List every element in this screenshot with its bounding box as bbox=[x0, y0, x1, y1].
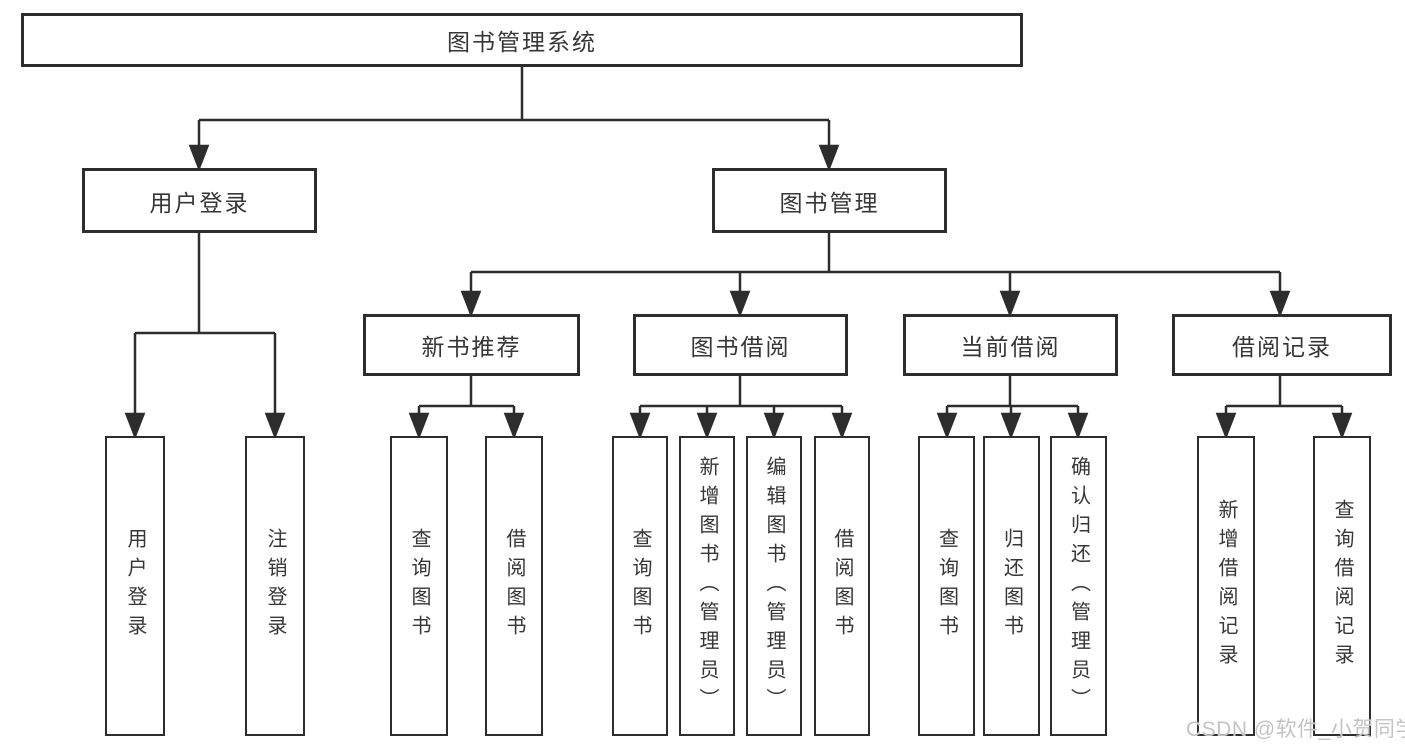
leaf-logout: 注销登录 bbox=[245, 436, 305, 736]
node-book-management-label: 图书管理 bbox=[779, 189, 880, 216]
leaf-edit-book-admin-label: 编辑图书（管理员） bbox=[763, 455, 785, 717]
leaf-query-books-recommend: 查询图书 bbox=[390, 436, 448, 736]
leaf-user-login-label: 用户登录 bbox=[124, 528, 146, 644]
leaf-borrow-books-label: 借阅图书 bbox=[831, 528, 853, 644]
leaf-query-books-recommend-label: 查询图书 bbox=[408, 528, 430, 644]
node-current-borrowing-label: 当前借阅 bbox=[960, 334, 1061, 360]
node-borrowing-records: 借阅记录 bbox=[1172, 314, 1392, 376]
leaf-add-borrow-record: 新增借阅记录 bbox=[1197, 436, 1255, 736]
leaf-query-books-current: 查询图书 bbox=[918, 436, 975, 736]
leaf-query-books-borrowing: 查询图书 bbox=[612, 436, 668, 736]
node-book-management: 图书管理 bbox=[712, 168, 947, 233]
leaf-borrow-books-recommend: 借阅图书 bbox=[485, 436, 543, 736]
node-book-borrowing-label: 图书借阅 bbox=[690, 334, 791, 360]
leaf-add-book-admin-label: 新增图书（管理员） bbox=[696, 455, 718, 717]
leaf-return-book-label: 归还图书 bbox=[1000, 528, 1023, 644]
csdn-watermark: CSDN @软件_小贺同学 bbox=[1186, 718, 1405, 741]
leaf-logout-label: 注销登录 bbox=[264, 528, 286, 644]
leaf-add-book-admin: 新增图书（管理员） bbox=[679, 436, 735, 736]
node-library-system: 图书管理系统 bbox=[21, 13, 1023, 67]
leaf-query-borrow-record-label: 查询借阅记录 bbox=[1331, 499, 1353, 673]
node-book-borrowing: 图书借阅 bbox=[633, 314, 848, 376]
leaf-query-books-borrowing-label: 查询图书 bbox=[629, 528, 651, 644]
leaf-return-book: 归还图书 bbox=[983, 436, 1040, 736]
node-borrowing-records-label: 借阅记录 bbox=[1232, 334, 1332, 360]
leaf-query-books-current-label: 查询图书 bbox=[935, 528, 958, 644]
node-new-book-recommend: 新书推荐 bbox=[363, 314, 580, 376]
node-user-login: 用户登录 bbox=[82, 168, 317, 233]
leaf-add-borrow-record-label: 新增借阅记录 bbox=[1215, 499, 1237, 673]
leaf-edit-book-admin: 编辑图书（管理员） bbox=[746, 436, 802, 736]
node-user-login-label: 用户登录 bbox=[149, 189, 250, 216]
leaf-confirm-return-admin: 确认归还（管理员） bbox=[1050, 436, 1107, 736]
leaf-confirm-return-admin-label: 确认归还（管理员） bbox=[1067, 455, 1090, 717]
leaf-user-login: 用户登录 bbox=[105, 436, 165, 736]
node-library-system-label: 图书管理系统 bbox=[447, 29, 597, 55]
node-current-borrowing: 当前借阅 bbox=[903, 314, 1118, 376]
node-new-book-recommend-label: 新书推荐 bbox=[421, 334, 522, 360]
leaf-borrow-books: 借阅图书 bbox=[814, 436, 870, 736]
leaf-borrow-books-recommend-label: 借阅图书 bbox=[503, 528, 525, 644]
leaf-query-borrow-record: 查询借阅记录 bbox=[1313, 436, 1371, 736]
arrowheads bbox=[124, 120, 1353, 440]
